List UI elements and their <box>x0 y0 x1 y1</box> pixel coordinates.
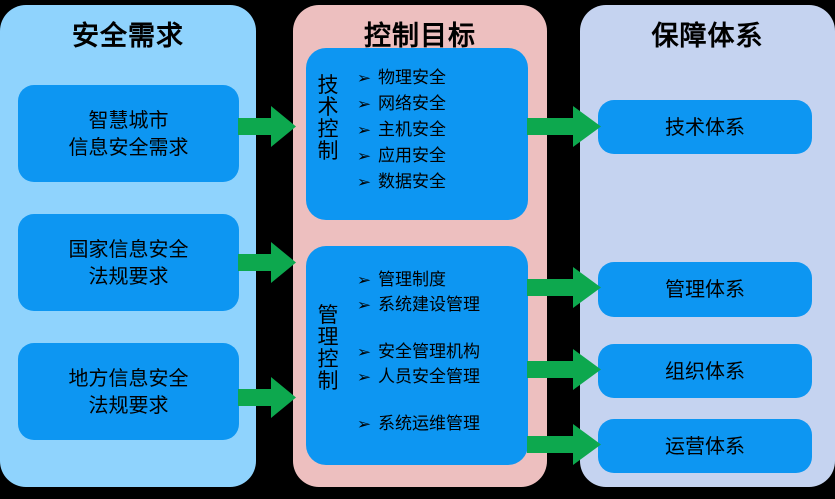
list-item-label: 管理制度 <box>378 270 446 290</box>
arrow-management-control-to-organization-system <box>527 349 601 390</box>
arrow-national-law-to-management-control <box>238 242 296 283</box>
arrowhead-bullet-icon: ➢ <box>356 95 372 113</box>
list-item-label: 系统建设管理 <box>378 295 480 315</box>
control-group-technical[interactable]: 技术控制 ➢ 物理安全 ➢ 网络安全 ➢ 主机安全 ➢ 应用安全 ➢ 数据安全 <box>306 48 528 220</box>
control-group-technical-list: ➢ 物理安全 ➢ 网络安全 ➢ 主机安全 ➢ 应用安全 ➢ 数据安全 <box>350 70 520 200</box>
arrowhead-bullet-icon: ➢ <box>356 415 372 433</box>
system-box-technical-label: 技术体系 <box>665 114 745 139</box>
arrow-smart-city-to-technical-control <box>238 106 296 147</box>
requirement-box-national-regulation[interactable]: 国家信息安全 法规要求 <box>18 214 239 311</box>
arrow-management-control-to-operation-system <box>527 424 601 465</box>
arrow-local-law-to-management-control <box>238 377 296 418</box>
arrow-management-control-to-management-system <box>527 267 601 308</box>
list-item-label: 数据安全 <box>378 172 446 192</box>
requirement-box-smart-city-label: 智慧城市 信息安全需求 <box>68 108 189 159</box>
system-box-management-label: 管理体系 <box>665 277 745 302</box>
column-title-assurance-systems: 保障体系 <box>651 21 764 52</box>
list-item: ➢ 管理制度 <box>350 272 520 289</box>
list-item: ➢ 应用安全 <box>350 148 520 165</box>
arrowhead-bullet-icon: ➢ <box>356 173 372 191</box>
system-box-organization-label: 组织体系 <box>665 358 745 383</box>
list-item: ➢ 网络安全 <box>350 96 520 113</box>
list-item: ➢ 数据安全 <box>350 174 520 191</box>
list-item: ➢ 安全管理机构 <box>350 344 520 361</box>
arrowhead-bullet-icon: ➢ <box>356 69 372 87</box>
list-item-label: 安全管理机构 <box>378 342 480 362</box>
arrowhead-bullet-icon: ➢ <box>356 147 372 165</box>
list-item: ➢ 物理安全 <box>350 70 520 87</box>
list-item: ➢ 系统运维管理 <box>350 416 520 433</box>
arrowhead-bullet-icon: ➢ <box>356 121 372 139</box>
requirement-box-national-regulation-label: 国家信息安全 法规要求 <box>68 237 189 288</box>
list-item-label: 网络安全 <box>378 94 446 114</box>
control-group-management-list: ➢ 管理制度 ➢ 系统建设管理 ➢ 安全管理机构 ➢ 人员安全管理 ➢ 系统运维… <box>350 272 520 441</box>
list-item-label: 应用安全 <box>378 146 446 166</box>
list-item: ➢ 系统建设管理 <box>350 297 520 314</box>
system-box-management[interactable]: 管理体系 <box>598 262 812 317</box>
arrow-technical-control-to-technical-system <box>527 106 601 147</box>
requirement-box-local-regulation-label: 地方信息安全 法规要求 <box>68 366 189 417</box>
system-box-organization[interactable]: 组织体系 <box>598 344 812 398</box>
list-item: ➢ 人员安全管理 <box>350 369 520 386</box>
column-title-control-objectives: 控制目标 <box>364 21 476 52</box>
requirement-box-smart-city[interactable]: 智慧城市 信息安全需求 <box>18 85 239 182</box>
list-item-label: 人员安全管理 <box>378 367 480 387</box>
system-box-technical[interactable]: 技术体系 <box>598 100 812 154</box>
list-item-label: 主机安全 <box>378 120 446 140</box>
list-item-label: 系统运维管理 <box>378 414 480 434</box>
column-assurance-systems: 保障体系 <box>580 5 835 487</box>
control-group-management-vertical-label: 管理控制 <box>317 303 339 394</box>
list-item-label: 物理安全 <box>378 68 446 88</box>
requirement-box-local-regulation[interactable]: 地方信息安全 法规要求 <box>18 343 239 440</box>
arrowhead-bullet-icon: ➢ <box>356 368 372 386</box>
system-box-operation-label: 运营体系 <box>665 433 745 458</box>
arrowhead-bullet-icon: ➢ <box>356 296 372 314</box>
system-box-operation[interactable]: 运营体系 <box>598 419 812 473</box>
control-group-technical-vertical-label: 技术控制 <box>317 73 339 164</box>
list-item: ➢ 主机安全 <box>350 122 520 139</box>
column-title-security-requirements: 安全需求 <box>72 21 184 52</box>
control-group-management[interactable]: 管理控制 ➢ 管理制度 ➢ 系统建设管理 ➢ 安全管理机构 ➢ 人员安全管理 ➢… <box>306 246 528 465</box>
arrowhead-bullet-icon: ➢ <box>356 343 372 361</box>
arrowhead-bullet-icon: ➢ <box>356 271 372 289</box>
